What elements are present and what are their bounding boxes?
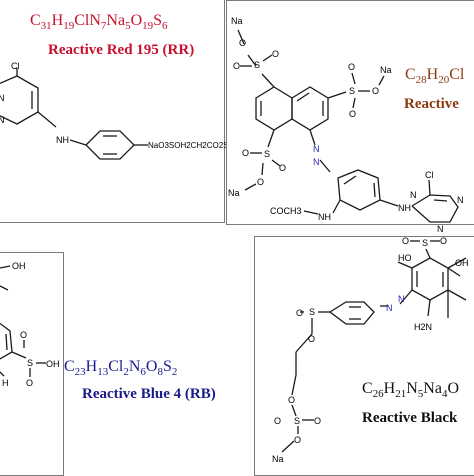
y-nh-label: NH <box>398 203 411 213</box>
rb-oh-right-label: OH <box>46 359 60 369</box>
reactive-yellow-name: Reactive <box>404 96 459 112</box>
reactive-red-name: Reactive Red 195 (RR) <box>48 42 195 58</box>
y-na-mid-label: Na <box>380 65 392 75</box>
bk-s-top-label: S <box>422 238 428 248</box>
y-s-mid-label: S <box>349 86 355 96</box>
rr-tail-label: NaO3SOH2CH2CO2S <box>148 141 228 150</box>
rb-h-low-label: H <box>2 378 9 388</box>
y-n-azo2-label: N <box>313 157 320 167</box>
reactive-red-formula: C31H19ClN7Na5O19S6 <box>30 12 168 33</box>
y-s-top-label: S <box>254 60 260 70</box>
y-o-mid3-label: O <box>372 86 379 96</box>
bk-na-label: Na <box>272 454 284 464</box>
bk-s-low-label: S <box>294 416 300 426</box>
y-o-low2-label: O <box>279 163 286 173</box>
bk-s-mid-label: S <box>309 307 315 317</box>
rb-s-label: S <box>27 358 33 368</box>
reactive-black-panel <box>254 236 474 476</box>
bk-o-top2-label: O <box>440 236 447 246</box>
rb-oh-top-label: OH <box>12 261 26 271</box>
bk-o-low3-label: O <box>314 416 321 426</box>
rb-o-low-label: O <box>26 378 33 388</box>
y-nh2-label: NH <box>318 212 331 222</box>
y-cl-label: Cl <box>425 170 434 180</box>
rr-n2-label: N <box>0 115 5 125</box>
reactive-black-name: Reactive Black <box>362 410 458 426</box>
y-s-low-label: S <box>264 149 270 159</box>
y-o-top2-label: O <box>233 61 240 71</box>
y-o-low3-label: O <box>257 177 264 187</box>
reactive-yellow-formula: C28H20Cl <box>405 66 465 87</box>
bk-h2n-label: H2N <box>414 322 432 332</box>
reactive-yellow-panel <box>226 0 474 225</box>
y-na-low-label: Na <box>228 188 240 198</box>
y-coch3-label: COCH3 <box>270 206 302 216</box>
bk-o-mid2-label: O <box>308 334 315 344</box>
bk-oh-label: OH <box>455 258 469 268</box>
reactive-blue-formula: C23H13Cl2N6O8S2 <box>64 358 178 379</box>
y-na-top-label: Na <box>231 16 243 26</box>
y-n-t3-label: N <box>437 224 444 234</box>
y-o-top3-label: O <box>272 49 279 59</box>
y-n-t1-label: N <box>410 190 417 200</box>
y-o-top-label: O <box>239 38 246 48</box>
bk-o-low2-label: O <box>274 416 281 426</box>
bk-o-low-label: O <box>288 395 295 405</box>
bk-o-mid1-label: O <box>296 308 303 318</box>
bk-o-low4-label: O <box>294 435 301 445</box>
rr-cl-label: Cl <box>11 61 20 71</box>
reactive-black-formula: C26H21N5Na4O <box>362 380 460 401</box>
bk-n2-label: N <box>386 303 393 313</box>
bk-ho-label: HO <box>398 253 412 263</box>
rr-n1-label: N <box>0 93 5 103</box>
y-o-mid2-label: O <box>349 109 356 119</box>
y-n-t2-label: N <box>457 195 464 205</box>
rb-o-side-label: O <box>20 330 27 340</box>
reactive-blue-panel <box>0 252 64 476</box>
bk-n1-label: N <box>398 294 405 304</box>
y-o-mid1-label: O <box>348 62 355 72</box>
y-n-azo1-label: N <box>313 144 320 154</box>
bk-o-top-label: O <box>402 236 409 246</box>
y-o-low1-label: O <box>242 148 249 158</box>
reactive-blue-name: Reactive Blue 4 (RB) <box>82 386 216 402</box>
rr-nh-label: NH <box>56 135 69 145</box>
